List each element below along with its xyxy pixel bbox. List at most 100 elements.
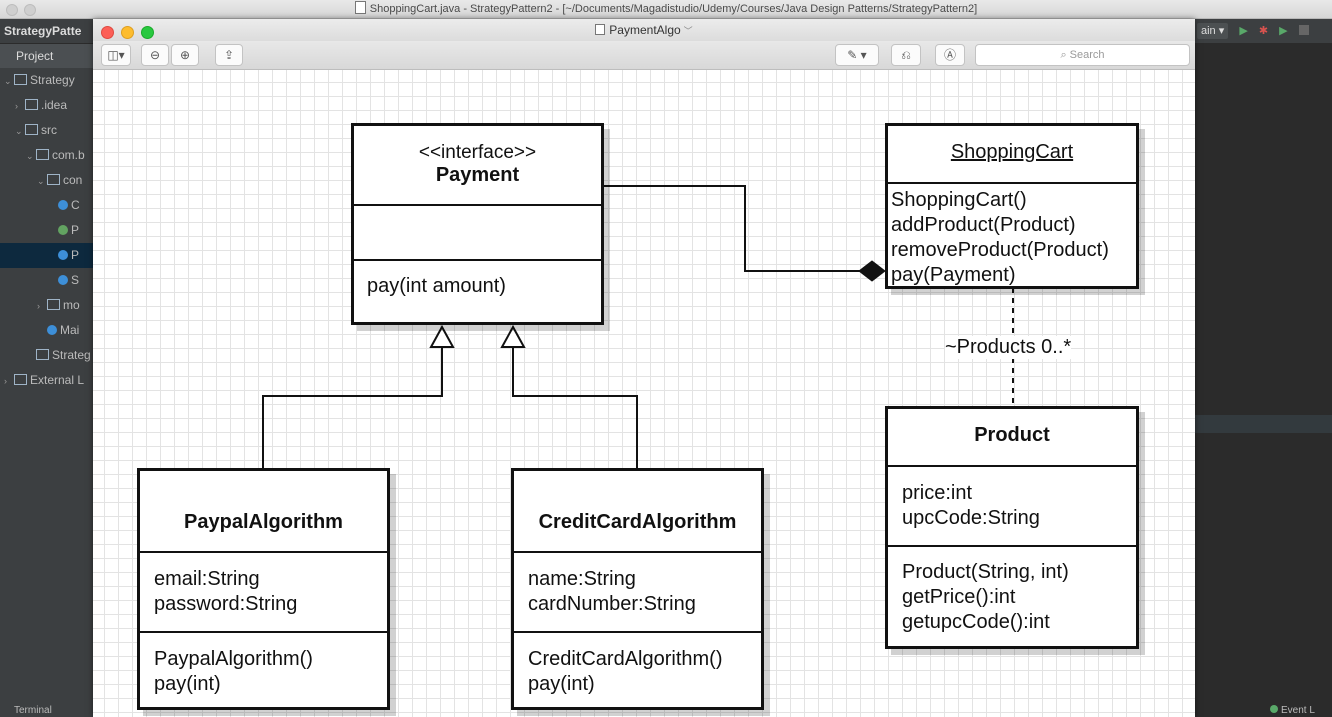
tree-expand-icon[interactable]: ›	[15, 101, 18, 111]
tree-expand-icon[interactable]: ⌄	[15, 126, 23, 136]
shoppingcart-method: pay(Payment)	[891, 264, 1016, 286]
paypal-attribute: password:String	[154, 593, 298, 615]
creditcard-attribute: name:String	[528, 568, 636, 590]
creditcard-attributes: name:String cardNumber:String	[514, 551, 761, 631]
tree-item-label: S	[71, 273, 80, 287]
payment-method: pay(int amount)	[367, 275, 506, 297]
product-class-box[interactable]: Product price:int upcCode:String Product…	[885, 406, 1139, 649]
tree-item[interactable]: S	[0, 268, 93, 293]
share-button[interactable]: ⇪	[215, 44, 243, 66]
tree-item-label: C	[71, 198, 80, 212]
creditcard-method: pay(int)	[528, 673, 595, 695]
tree-item-label: Strateg	[52, 348, 91, 362]
creditcard-class-name: CreditCardAlgorithm	[538, 511, 737, 533]
creditcard-generalization-arrow	[500, 324, 526, 348]
search-icon: ⌕	[1060, 49, 1070, 61]
creditcardalgorithm-class-box[interactable]: CreditCardAlgorithm name:String cardNumb…	[511, 468, 764, 710]
editor-highlight-band	[1195, 415, 1332, 433]
zoom-in-icon: ⊕	[179, 48, 191, 62]
tree-item[interactable]: C	[0, 193, 93, 218]
debug-icon[interactable]: ✱	[1258, 25, 1269, 37]
tree-item[interactable]: › .idea	[0, 93, 93, 118]
library-icon	[14, 374, 27, 385]
traffic-lights	[101, 24, 161, 46]
zoom-out-icon: ⊖	[149, 48, 161, 62]
run-config-select[interactable]: ain ▾	[1197, 23, 1229, 39]
payment-interface-box[interactable]: <<interface>> Payment pay(int amount)	[351, 123, 604, 325]
tree-expand-icon[interactable]: ›	[4, 376, 7, 386]
zoom-out-button[interactable]: ⊖	[141, 44, 169, 66]
tree-item[interactable]: Mai	[0, 318, 93, 343]
run-icon[interactable]: ▶	[1239, 25, 1248, 37]
folder-icon	[25, 99, 38, 110]
folder-icon	[14, 74, 27, 85]
tree-expand-icon[interactable]: ⌄	[37, 176, 45, 186]
class-icon	[58, 275, 68, 285]
tree-item-label: Mai	[60, 323, 80, 337]
paypal-method: PaypalAlgorithm()	[154, 648, 313, 670]
tree-item[interactable]: ›mo	[0, 293, 93, 318]
pen-icon: ✎ ▾	[847, 48, 867, 62]
event-log-tab[interactable]: Event L	[1270, 705, 1332, 717]
ide-window-title: ShoppingCart.java - StrategyPattern2 - […	[354, 1, 977, 15]
folder-icon	[36, 149, 49, 160]
document-icon	[595, 24, 606, 35]
file-icon	[36, 349, 49, 360]
diagram-canvas[interactable]: <<interface>> Payment pay(int amount) Sh…	[93, 70, 1195, 717]
payment-methods: pay(int amount)	[354, 259, 601, 322]
paypal-generalization-line	[262, 347, 443, 468]
tree-expand-icon[interactable]: ⌄	[4, 76, 12, 86]
search-input[interactable]: ⌕ Search	[975, 44, 1190, 66]
tree-item[interactable]: ⌄con	[0, 168, 93, 193]
tree-item[interactable]: ⌄Strategy	[0, 68, 93, 93]
payment-attributes	[354, 204, 601, 259]
tree-expand-icon[interactable]: ›	[37, 301, 40, 311]
shoppingcart-methods: ShoppingCart() addProduct(Product) remov…	[888, 182, 1136, 286]
tree-item[interactable]: P	[0, 218, 93, 243]
pen-tool-button[interactable]: ✎ ▾	[835, 44, 879, 66]
product-attributes: price:int upcCode:String	[888, 465, 1136, 545]
project-header[interactable]: StrategyPatte	[0, 19, 93, 44]
paypalalgorithm-class-box[interactable]: PaypalAlgorithm email:String password:St…	[137, 468, 390, 710]
sidebar-toggle-button[interactable]: ◫▾	[101, 44, 131, 66]
creditcard-generalization-line	[512, 347, 638, 468]
paypal-class-name: PaypalAlgorithm	[184, 511, 343, 533]
creditcard-methods: CreditCardAlgorithm() pay(int)	[514, 631, 761, 707]
title-menu-chevron-icon[interactable]: ﹀	[683, 26, 693, 36]
folder-icon	[47, 174, 60, 185]
coverage-icon[interactable]: ▶	[1279, 25, 1288, 37]
tree-item[interactable]: ⌄com.b	[0, 143, 93, 168]
shoppingcart-class-name: ShoppingCart	[950, 141, 1074, 163]
shoppingcart-class-box[interactable]: ShoppingCart ShoppingCart() addProduct(P…	[885, 123, 1139, 289]
folder-icon	[47, 299, 60, 310]
product-method: getupcCode():int	[902, 611, 1050, 633]
minimize-button[interactable]	[121, 26, 134, 39]
close-button[interactable]	[101, 26, 114, 39]
markup-button[interactable]: Ⓐ	[935, 44, 965, 66]
tree-item-label: src	[41, 123, 57, 137]
tree-item[interactable]: Strateg	[0, 343, 93, 368]
rotate-button[interactable]: ⎌	[891, 44, 921, 66]
stop-icon[interactable]	[1298, 25, 1309, 35]
tree-item[interactable]: ⌄ src	[0, 118, 93, 143]
diagram-toolbar: ◫▾ ⊖ ⊕ ⇪ ✎ ▾ ⎌ Ⓐ ⌕ Search	[93, 41, 1195, 70]
shoppingcart-method: addProduct(Product)	[891, 214, 1076, 236]
product-attribute: price:int	[902, 482, 973, 504]
zoom-in-button[interactable]: ⊕	[171, 44, 199, 66]
window-controls[interactable]	[6, 4, 42, 22]
tree-expand-icon[interactable]: ⌄	[26, 151, 34, 161]
tree-item-label: .idea	[41, 98, 68, 112]
ide-editor-area: ain ▾ ▶ ✱ ▶	[1195, 19, 1332, 717]
sidebar-icon: ◫▾	[107, 48, 125, 62]
zoom-button[interactable]	[141, 26, 154, 39]
tree-item[interactable]: P	[0, 243, 93, 268]
terminal-tab[interactable]: Terminal	[0, 705, 107, 717]
project-tab[interactable]: Project	[0, 44, 93, 68]
product-class-name: Product	[974, 424, 1050, 446]
run-toolbar: ain ▾ ▶ ✱ ▶	[1195, 19, 1332, 44]
rotate-icon: ⎌	[901, 48, 911, 62]
composition-line	[604, 185, 861, 272]
tree-item[interactable]: ›External L	[0, 368, 93, 393]
event-log-icon	[1270, 705, 1278, 713]
